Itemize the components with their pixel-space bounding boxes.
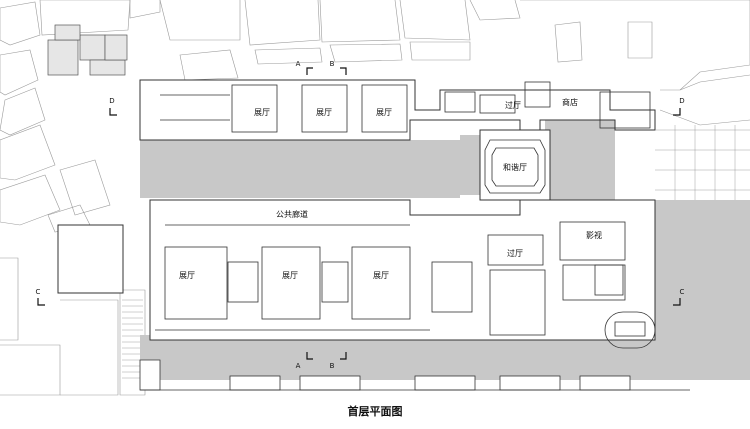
harmony-hall-ring bbox=[484, 139, 546, 194]
room-label-cinema: 影视 bbox=[586, 230, 602, 240]
section-label-a-bottom: A bbox=[296, 362, 301, 370]
section-marker-b-top bbox=[340, 67, 347, 75]
section-label-c-left: C bbox=[36, 288, 41, 296]
room-label-lobby-mid: 过厅 bbox=[507, 248, 523, 258]
room-label-hall-main-2: 展厅 bbox=[282, 271, 298, 280]
section-marker-a-top bbox=[306, 67, 313, 75]
section-marker-d-left bbox=[109, 108, 117, 116]
main-hall-walls bbox=[155, 221, 656, 349]
section-label-d-right: D bbox=[679, 97, 684, 105]
building-walls bbox=[57, 79, 656, 341]
room-label-hall-top-2: 展厅 bbox=[316, 108, 332, 117]
section-label-d-left: D bbox=[109, 97, 114, 105]
top-hall-walls bbox=[160, 81, 651, 133]
section-marker-d-right bbox=[673, 108, 681, 116]
section-label-b-bottom: B bbox=[330, 362, 335, 370]
right-plaza-grid bbox=[655, 125, 750, 200]
room-label-hall-main-3: 展厅 bbox=[373, 271, 389, 280]
section-label-a-top: A bbox=[296, 60, 301, 68]
room-label-hall-top-1: 展厅 bbox=[254, 108, 270, 117]
site-context bbox=[0, 0, 750, 396]
section-marker-c-left bbox=[37, 298, 45, 306]
south-frontage bbox=[139, 359, 690, 391]
room-label-hall-top-3: 展厅 bbox=[376, 108, 392, 117]
drawing-caption: 首层平面图 bbox=[347, 405, 403, 418]
room-label-shop: 商店 bbox=[562, 97, 578, 107]
section-marker-c-right bbox=[673, 298, 681, 306]
room-label-harmony-hall: 和谐厅 bbox=[503, 162, 527, 172]
left-stairs bbox=[122, 299, 143, 379]
section-label-b-top: B bbox=[330, 60, 335, 68]
historic-complex bbox=[47, 24, 128, 76]
room-label-corridor: 公共廊道 bbox=[276, 209, 308, 219]
section-label-c-right: C bbox=[680, 288, 685, 296]
section-marker-b-bottom bbox=[340, 352, 347, 360]
section-marker-a-bottom bbox=[306, 352, 313, 360]
room-label-lobby-top: 过厅 bbox=[505, 100, 521, 110]
room-label-hall-main-1: 展厅 bbox=[179, 271, 195, 280]
